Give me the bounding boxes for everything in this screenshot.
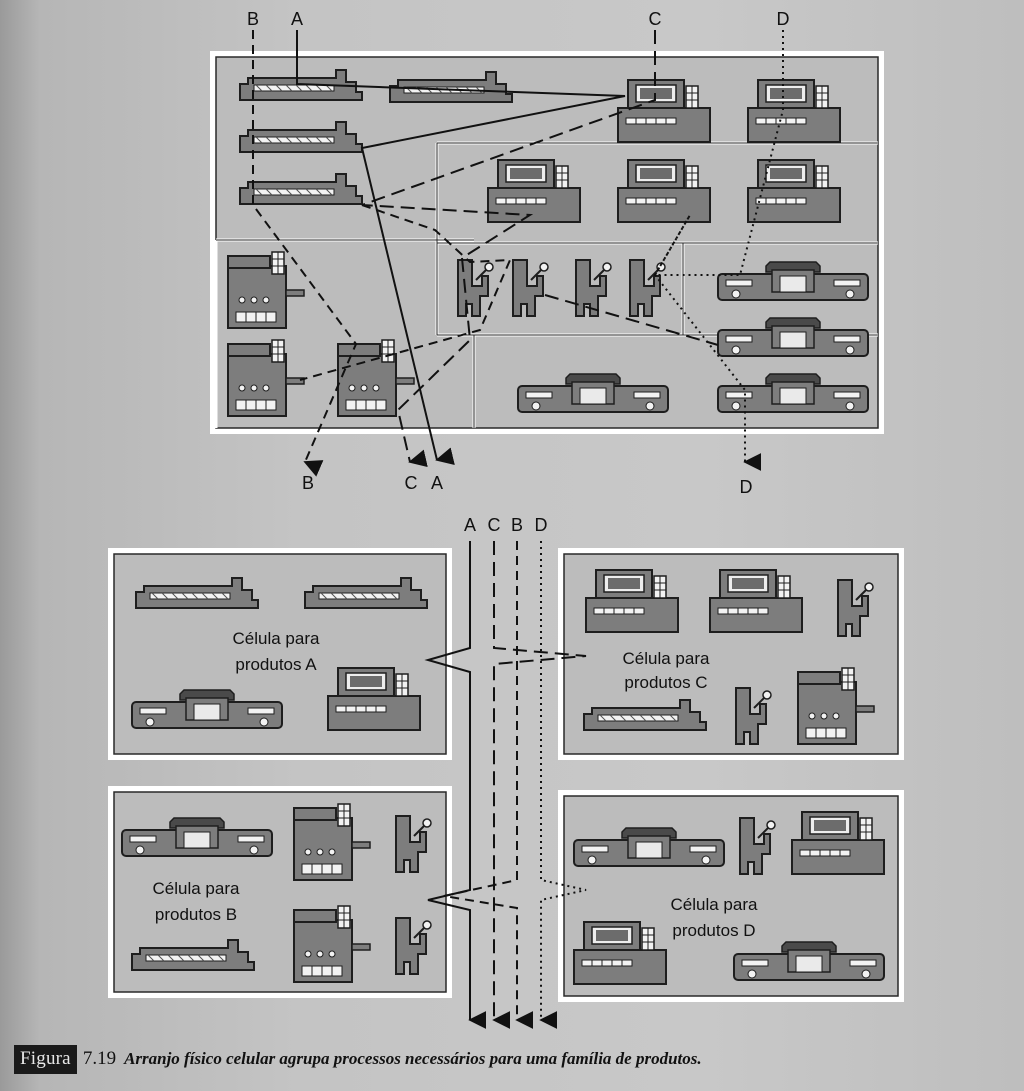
cnc-machine (487, 159, 581, 223)
cnc-machine (327, 667, 421, 731)
cell-b: Célula para produtos B (108, 786, 452, 998)
flow-line-b-detail (299, 204, 512, 381)
flow-label-top-a: A (291, 9, 303, 29)
cell-flow-a (424, 541, 487, 1029)
flow-label-bottom-d: D (740, 477, 753, 497)
figure-number: 7.19 (82, 1048, 117, 1069)
cnc-machine (617, 79, 711, 143)
cell-c-label-line2: produtos C (624, 673, 707, 692)
flow-label-mid-c: C (488, 515, 501, 535)
cellular-layout: A C B D Célula para produtos A Célula pa… (108, 515, 904, 1029)
flow-line-d (653, 30, 784, 471)
cell-flow-d (539, 541, 587, 1029)
cell-flow-c (492, 541, 587, 1029)
functional-layout: B A C D B C A D (210, 9, 884, 497)
cnc-machine (585, 569, 679, 633)
cnc-machine (573, 921, 667, 985)
flow-line-b (252, 30, 358, 477)
cell-d-label-line2: produtos D (672, 921, 755, 940)
flow-label-top-d: D (777, 9, 790, 29)
cnc-machine (747, 79, 841, 143)
figure-tag: Figura (14, 1044, 77, 1074)
flow-label-bottom-c: C (405, 473, 418, 493)
cell-a-label-line1: Célula para (233, 629, 320, 648)
cell-b-label-line2: produtos B (155, 905, 237, 924)
cell-a-label-line2: produtos A (235, 655, 317, 674)
cell-d: Célula para produtos D (558, 790, 904, 1002)
cnc-machine (791, 811, 885, 875)
cell-b-label-line1: Célula para (153, 879, 240, 898)
cellular-layout-diagram: B A C D B C A D A C B D Célula para prod… (108, 9, 904, 1029)
flow-line-c (361, 30, 656, 468)
flow-label-top-b: B (247, 9, 259, 29)
flow-label-bottom-a: A (431, 473, 443, 493)
cell-d-label-line1: Célula para (671, 895, 758, 914)
flow-label-mid-b: B (511, 515, 523, 535)
cnc-machine (709, 569, 803, 633)
figure-caption-text: Arranjo físico celular agrupa processos … (124, 1049, 702, 1068)
flow-label-top-c: C (649, 9, 662, 29)
cell-flow-b (443, 541, 534, 1029)
flow-line-a (296, 30, 626, 465)
flow-label-mid-d: D (535, 515, 548, 535)
flow-label-bottom-b: B (302, 473, 314, 493)
cell-a: Célula para produtos A (108, 548, 452, 760)
cell-c: Célula para produtos C (558, 548, 904, 760)
flow-label-mid-a: A (464, 515, 476, 535)
cell-c-label-line1: Célula para (623, 649, 710, 668)
cnc-machine (617, 159, 711, 223)
figure-caption: Figura 7.19 Arranjo físico celular agrup… (14, 1042, 702, 1076)
